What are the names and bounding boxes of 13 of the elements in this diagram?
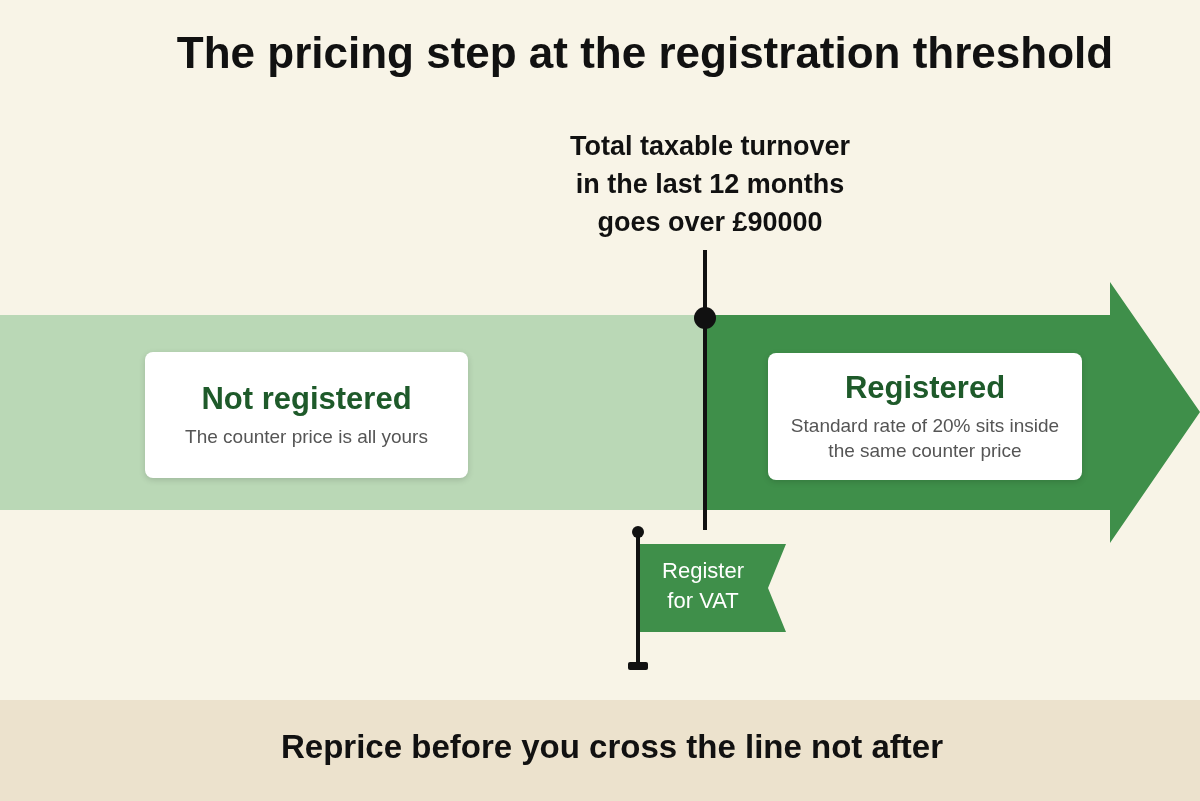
card-heading: Registered <box>844 369 1006 406</box>
title: The pricing step at the registration threshold <box>175 28 1115 78</box>
progress-band <box>0 315 705 510</box>
arrow-shape <box>705 282 1200 543</box>
flag-text: Register for VAT <box>661 557 745 615</box>
threshold-label: Total taxable turnover in the last 12 months goes over £90000 <box>568 130 852 239</box>
card-text: Standard rate of 20% sits inside the same counter price <box>789 413 1061 463</box>
card-text: The counter price is all yours <box>185 424 428 449</box>
flag-banner <box>640 544 786 632</box>
card-heading: Not registered <box>201 380 412 417</box>
status-card <box>768 353 1082 480</box>
status-card <box>145 352 468 478</box>
caption: Reprice before you cross the line not after <box>280 728 944 766</box>
